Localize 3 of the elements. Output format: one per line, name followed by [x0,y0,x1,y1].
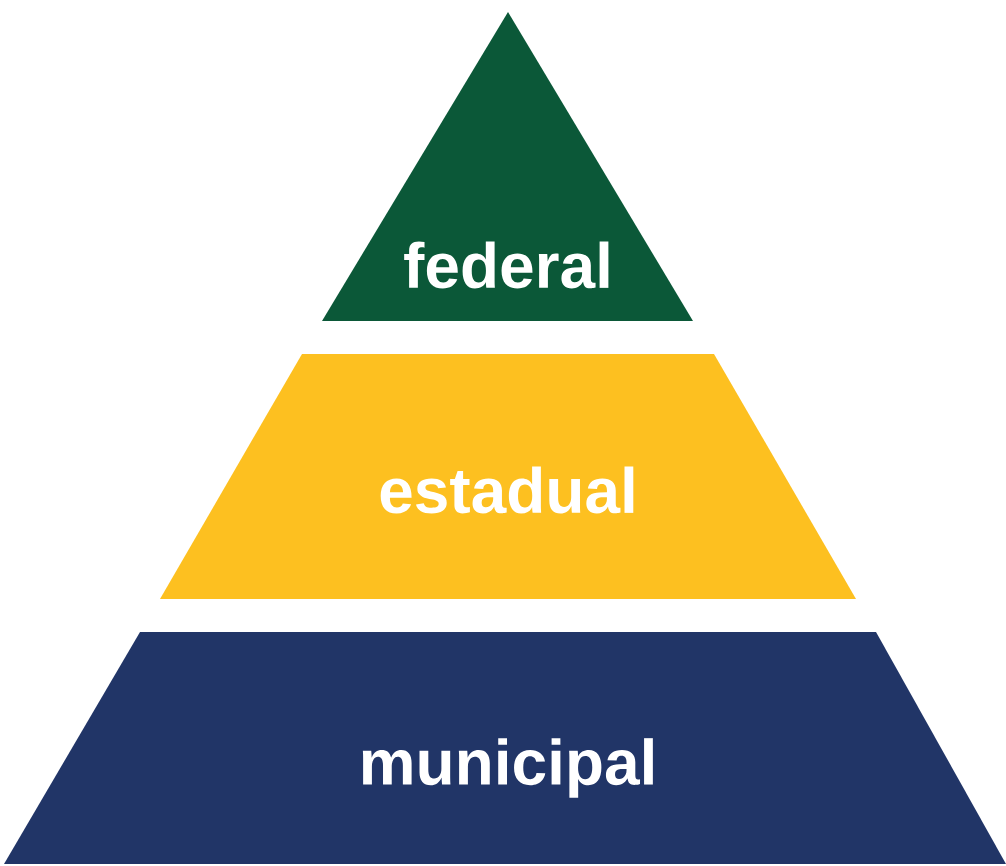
pyramid-tier: estadual [160,354,856,599]
pyramid-tier: municipal [4,632,1006,864]
pyramid-tier: federal [322,12,693,321]
